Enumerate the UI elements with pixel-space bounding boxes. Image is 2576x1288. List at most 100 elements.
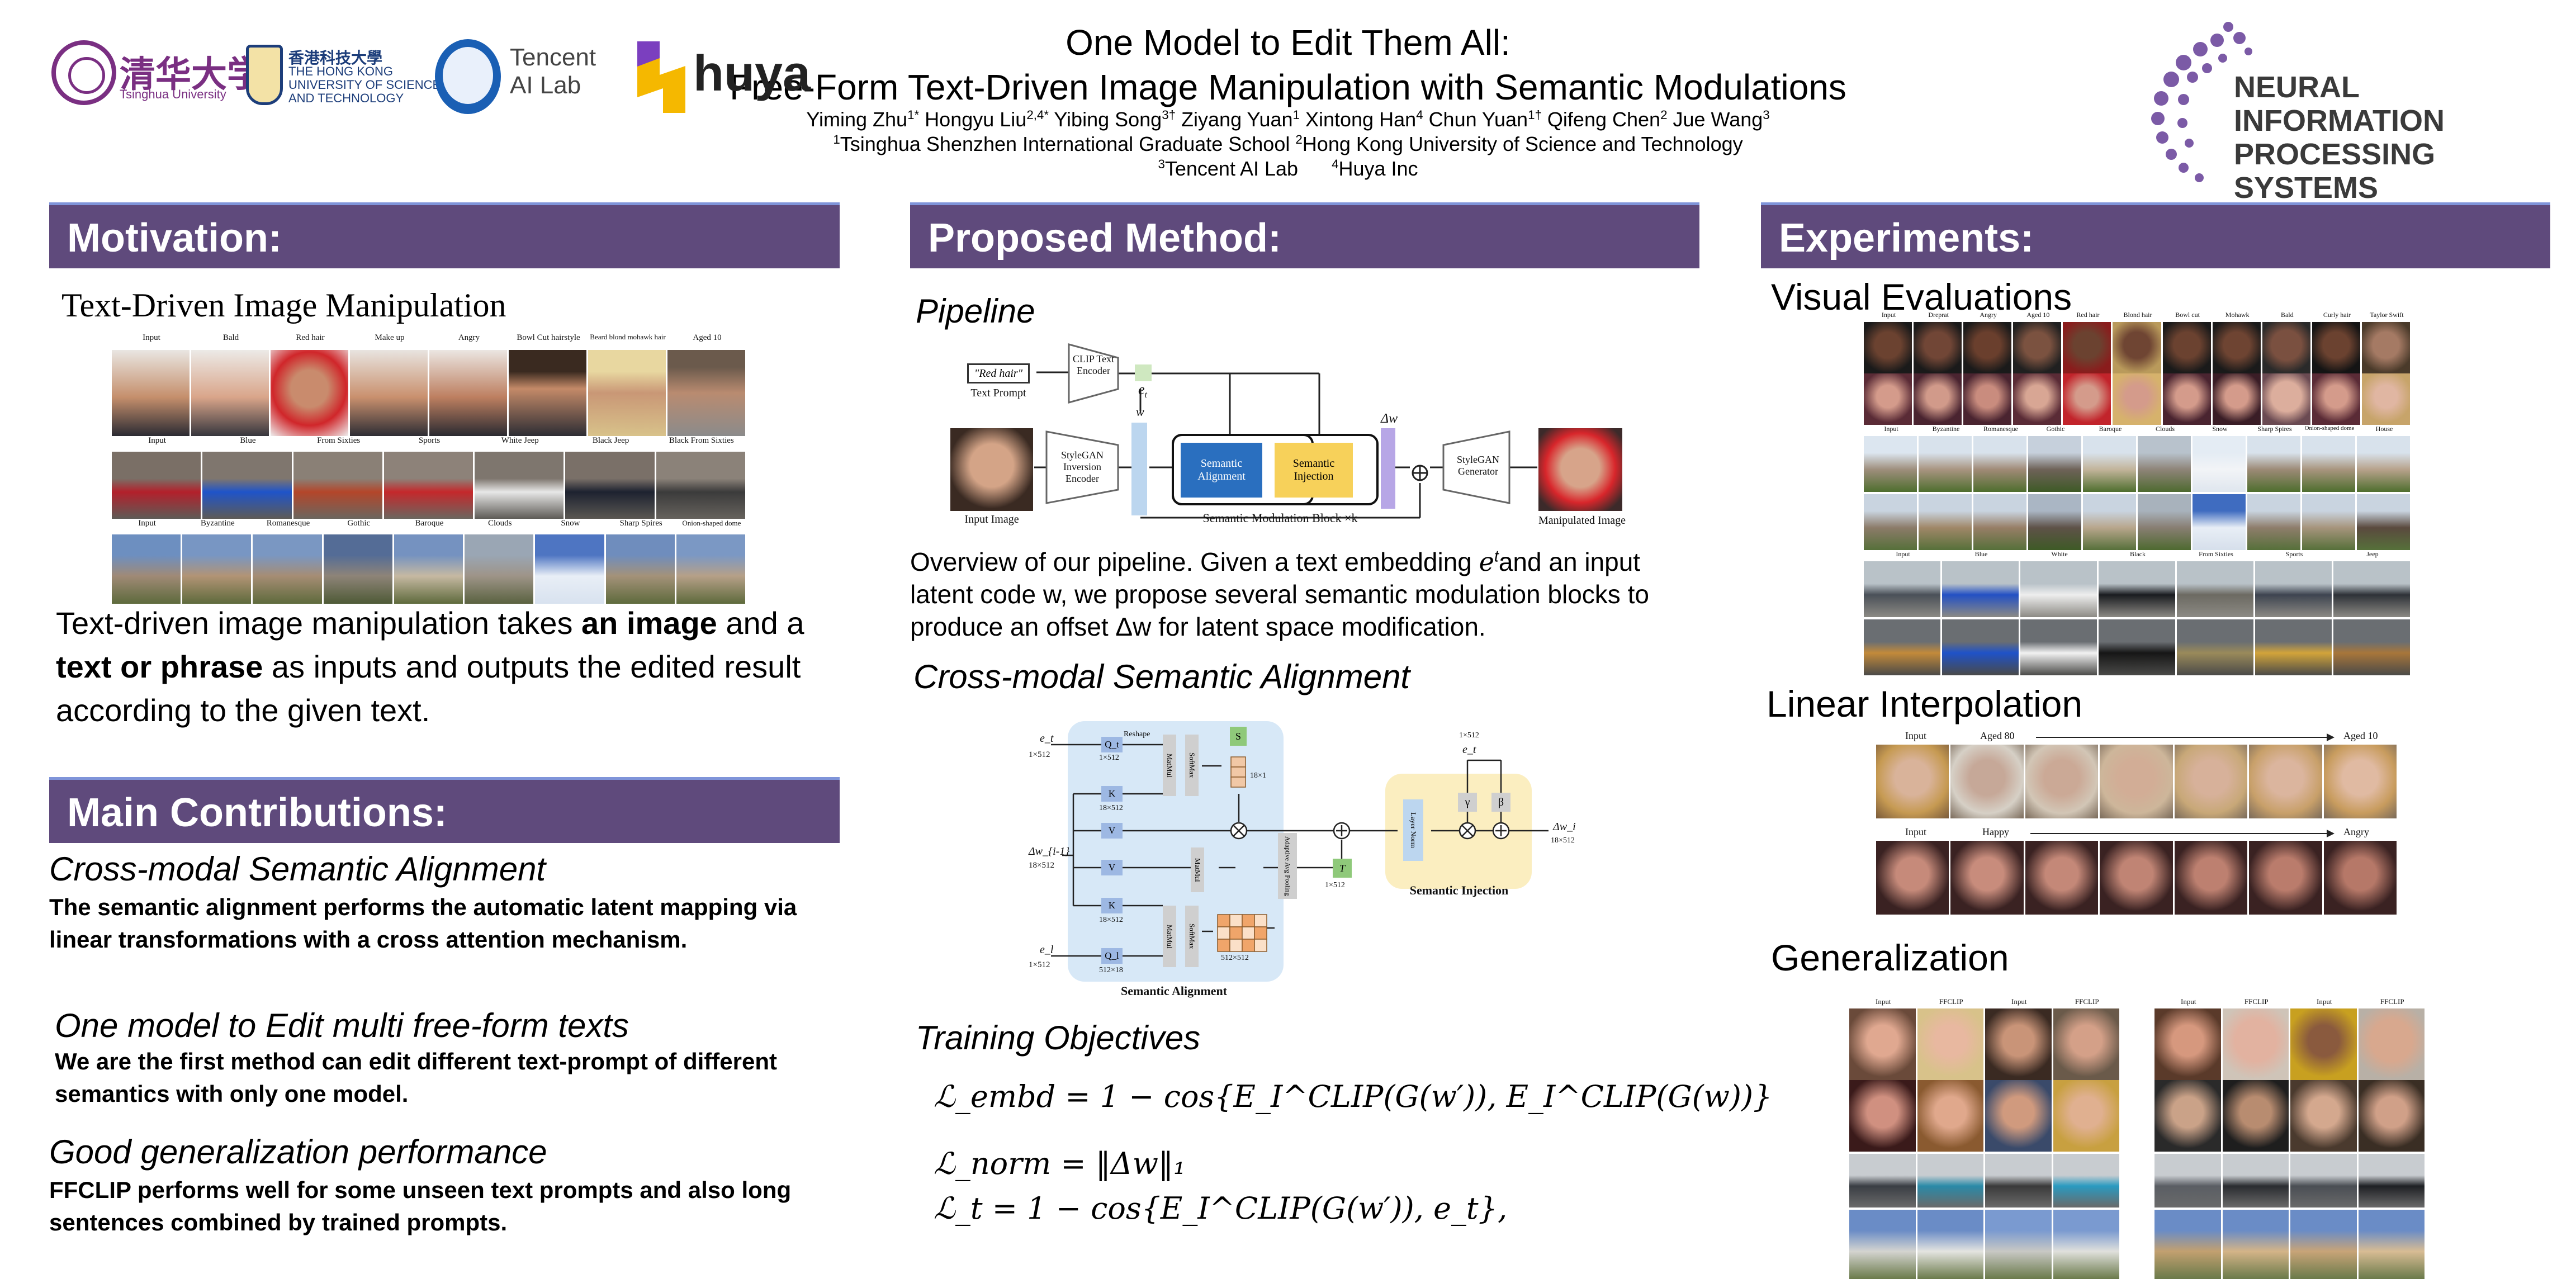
car-image <box>2177 619 2255 675</box>
car-image-row <box>112 452 747 519</box>
image-label: Aged 10 <box>2026 311 2050 319</box>
pipeline-connectors <box>1034 343 1537 519</box>
face-image <box>2113 373 2163 425</box>
image-label: Clouds <box>487 519 512 528</box>
loss-t-equation: ℒ_t = 1 − cos{E_I^CLIP(G(w′)), e_t}, <box>934 1191 1508 1226</box>
image-label: Romanesque <box>266 519 310 528</box>
face-image <box>588 350 667 436</box>
image-label: Blue <box>240 436 256 445</box>
et-label: et <box>1138 381 1147 400</box>
contribution-text: The semantic alignment performs the auto… <box>49 894 797 953</box>
face-image <box>2013 373 2063 425</box>
church-image <box>2290 1210 2359 1279</box>
image-label: Input <box>138 519 156 528</box>
face-image <box>667 350 747 436</box>
gen-row-2 <box>1845 1080 2426 1152</box>
car-image <box>383 452 475 519</box>
image-label: Romanesque <box>1983 425 2018 433</box>
image-label: Sports <box>2285 550 2303 558</box>
car-image <box>1849 1154 1917 1208</box>
interp-arrow <box>2036 737 2327 738</box>
car-image <box>2255 561 2333 617</box>
delta-w-block <box>1381 428 1395 509</box>
church-image <box>112 534 183 604</box>
clip-encoder-label: CLIP Text Encoder <box>1072 353 1115 376</box>
face-image <box>1876 841 1951 915</box>
csa-pool-box: Adaptive Avg Pooling <box>1278 833 1297 899</box>
car-image <box>2020 619 2099 675</box>
image-label: Black From Sixties <box>669 436 734 445</box>
motivation-description: Text-driven image manipulation takes an … <box>56 605 804 728</box>
image-label: Black Jeep <box>592 436 629 445</box>
church-image <box>2193 436 2247 492</box>
csa-layernorm-box: Layer Norm <box>1403 799 1423 861</box>
csa-gamma-box: γ <box>1458 793 1477 812</box>
paper-title-line1: One Model to Edit Them All: <box>1066 22 1510 63</box>
face-image <box>1985 1008 2053 1080</box>
face-image <box>2025 745 2100 818</box>
face-image <box>1917 1008 1985 1080</box>
csa-reshape-label: Reshape <box>1124 730 1150 738</box>
image-label: Red hair <box>2076 311 2100 319</box>
csa-connectors <box>1051 744 1549 957</box>
huya-logo-text: huya <box>693 46 811 102</box>
church-image <box>323 534 394 604</box>
church-image <box>2247 436 2302 492</box>
car-image <box>1942 619 2020 675</box>
gen-header-row: Input FFCLIP Input FFCLIP Input FFCLIP I… <box>1845 997 2426 1008</box>
author: Jue Wang3 <box>1673 108 1770 131</box>
motivation-figure: Input Bald Red hair Make up Angry Bowl C… <box>112 333 747 604</box>
gen-row-4 <box>1845 1210 2426 1279</box>
face-image <box>1876 745 1951 818</box>
csa-et-dim: 1×512 <box>1029 750 1050 759</box>
image-label: Baroque <box>415 519 444 528</box>
church-image <box>1864 436 1919 492</box>
affiliation-line1: 1Tsinghua Shenzhen International Graduat… <box>833 132 1743 155</box>
image-label: White <box>2051 550 2068 558</box>
church-image <box>2083 494 2138 550</box>
csa-dw-out-label: Δw_i <box>1553 821 1576 833</box>
image-label: Blue <box>1974 550 1988 558</box>
church-image <box>1919 436 1973 492</box>
face-image <box>2262 373 2312 425</box>
face-image <box>191 350 271 436</box>
car-image <box>2333 561 2412 617</box>
csa-et-label: e_t <box>1040 732 1054 745</box>
image-label: Jeep <box>2366 550 2379 558</box>
csa-et-inj-label: e_t <box>1462 744 1476 756</box>
church-image <box>1973 494 2028 550</box>
csa-dw-in-label: Δw_{i-1} <box>1029 845 1070 858</box>
visual-church-row-1 <box>1864 436 2412 492</box>
section-bar-motivation: Motivation: <box>49 202 840 268</box>
generator-label: StyleGAN Generator <box>1457 454 1499 477</box>
inversion-encoder-label: StyleGAN Inversion Encoder <box>1061 449 1104 484</box>
face-image <box>2063 373 2113 425</box>
image-label: White Jeep <box>501 436 539 445</box>
hkust-logo-cn: 香港科技大學 <box>288 49 383 67</box>
car-image <box>2053 1154 2121 1208</box>
image-label: Byzantine <box>200 519 235 528</box>
text-prompt-label: Text Prompt <box>970 387 1026 399</box>
image-label: Input <box>1881 311 1896 319</box>
image-label: Make up <box>375 333 405 342</box>
face-image <box>1950 745 2025 818</box>
arrow-head-icon <box>2327 830 2334 837</box>
neurips-logo-icon <box>2144 16 2262 189</box>
visual-car-row-1 <box>1864 561 2412 617</box>
csa-matmul3-box: MatMul <box>1163 906 1176 967</box>
csa-beta-box: β <box>1491 793 1510 812</box>
face-image <box>2100 745 2175 818</box>
csa-dw-out-dim: 18×512 <box>1551 836 1575 845</box>
image-label: House <box>2375 425 2393 433</box>
face-image <box>2154 1080 2223 1152</box>
church-image <box>2083 436 2138 492</box>
interp-row2-images <box>1876 841 2398 915</box>
image-label: Aged 10 <box>693 333 722 342</box>
image-label: Onion-shaped dome <box>2304 425 2355 432</box>
church-image <box>535 534 606 604</box>
image-label: Gothic <box>347 519 371 528</box>
author-list: Yiming Zhu1* Hongyu Liu2,4* Yibing Song3… <box>0 107 2576 132</box>
face-label-row: Input Bald Red hair Make up Angry Bowl C… <box>112 333 747 350</box>
church-image <box>2138 494 2193 550</box>
